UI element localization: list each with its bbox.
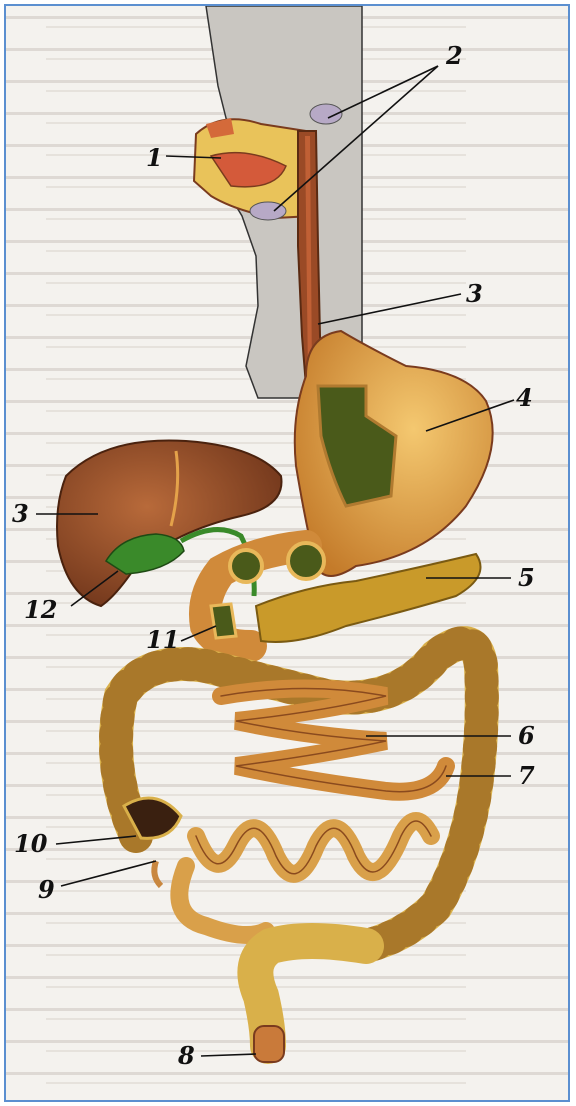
label-10: 10	[14, 829, 48, 858]
anus-shape	[254, 1026, 284, 1062]
label-3-liver: 3	[12, 499, 29, 528]
label-8: 8	[177, 1041, 195, 1070]
diagram-frame: 1 2 3 3 4 5 6 7 8 9 10 11 12	[4, 4, 570, 1102]
label-4: 4	[516, 383, 533, 412]
label-6: 6	[518, 721, 535, 750]
label-3-esophagus: 3	[466, 279, 483, 308]
label-5: 5	[518, 563, 535, 592]
label-2: 2	[445, 41, 463, 70]
label-9: 9	[38, 875, 55, 904]
digestive-system-diagram: 1 2 3 3 4 5 6 7 8 9 10 11 12	[6, 6, 570, 1102]
label-12: 12	[24, 595, 57, 624]
label-1: 1	[146, 143, 163, 172]
label-11: 11	[146, 625, 179, 654]
label-7: 7	[518, 761, 535, 790]
